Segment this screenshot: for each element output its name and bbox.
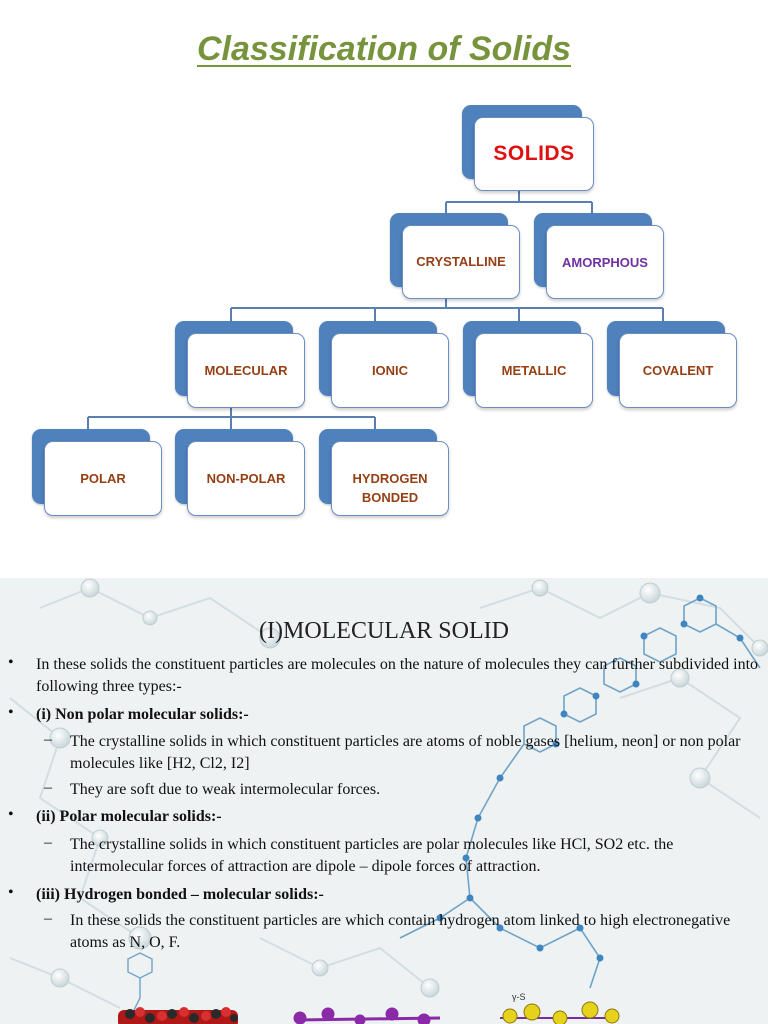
molecule-background-graphic: γ-S [9,578,768,1024]
node-crystalline-label: CRYSTALLINE [402,225,520,299]
node-covalent-label: COVALENT [619,333,737,408]
molecular-solid-slide: γ-S (I)MOLECULAR SOLID • In these solids… [0,578,768,1024]
subheading-hydrogen-bonded: (iii) Hydrogen bonded – molecular solids… [36,886,324,903]
node-covalent: COVALENT [607,321,737,408]
node-ionic-label: IONIC [331,333,449,408]
dash-marker: – [44,731,52,748]
node-metallic-label: METALLIC [475,333,593,408]
node-amorphous-label: AMORPHOUS [546,225,664,299]
bullet-marker: • [8,806,14,823]
node-molecular-label: MOLECULAR [187,333,305,408]
node-ionic: IONIC [319,321,449,408]
bullet-marker: • [8,654,14,671]
bullet-marker: • [8,884,14,901]
bullet-text: In these solids the constituent particle… [36,656,759,695]
node-metallic: METALLIC [463,321,593,408]
node-molecular: MOLECULAR [175,321,305,408]
node-crystalline: CRYSTALLINE [390,213,520,299]
hydrogen-line2: BONDED [361,489,419,505]
bullet-text: The crystalline solids in which constitu… [70,836,674,875]
dash-marker: – [44,834,52,851]
dash-marker: – [44,779,52,796]
classification-slide: Classification of Solids SOLIDS [32,30,737,516]
bullet-text: They are soft due to weak intermolecular… [70,781,381,798]
tree-connectors [87,190,664,429]
node-amorphous: AMORPHOUS [534,213,664,299]
section-title: (I)MOLECULAR SOLID [259,618,509,644]
hydrogen-line1: HYDROGEN [352,470,428,486]
node-solids: SOLIDS [462,105,594,191]
bullet-text: In these solids the constituent particle… [70,912,731,951]
node-solids-label: SOLIDS [474,117,594,191]
node-hydrogen-bonded: HYDROGEN BONDED [319,429,449,516]
dash-marker: – [44,910,52,927]
slide-title: Classification of Solids [196,30,572,68]
bullet-text: The crystalline solids in which constitu… [70,733,741,772]
node-non-polar-label: NON-POLAR [187,441,305,516]
subheading-non-polar: (i) Non polar molecular solids:- [36,706,249,723]
bullet-marker: • [8,704,14,721]
subheading-polar: (ii) Polar molecular solids:- [36,808,222,825]
node-polar: POLAR [32,429,162,516]
node-hydrogen-bonded-label: HYDROGEN BONDED [331,441,449,516]
node-non-polar: NON-POLAR [175,429,305,516]
svg-text:γ-S: γ-S [512,992,526,1002]
node-polar-label: POLAR [44,441,162,516]
